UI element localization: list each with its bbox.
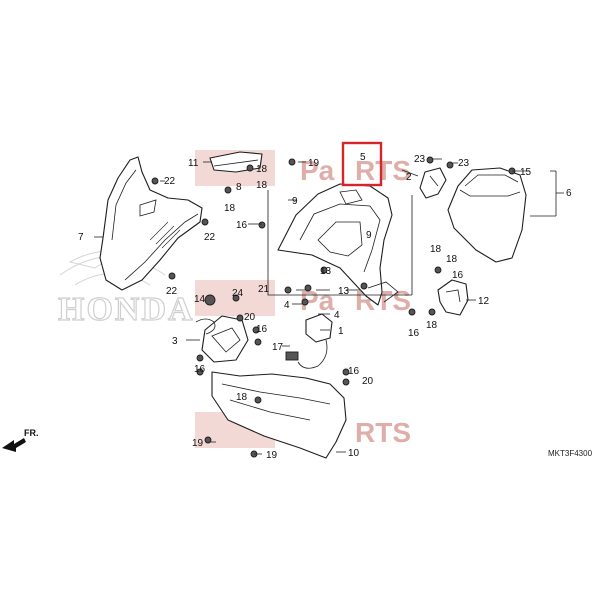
part-label-14: 14 (194, 294, 206, 305)
part-6-side-cover (447, 167, 527, 263)
part-label-16: 16 (408, 328, 420, 339)
part-label-11: 11 (188, 158, 199, 169)
part-label-23: 23 (414, 154, 426, 165)
part-label-13: 13 (338, 286, 350, 297)
part-label-16: 16 (256, 324, 268, 335)
part-label-9: 9 (292, 196, 298, 207)
front-arrow-icon (2, 438, 26, 452)
part-label-16: 16 (452, 270, 464, 281)
part-label-10: 10 (348, 448, 360, 459)
part-label-19: 19 (266, 450, 278, 461)
part-3-switch-assembly (195, 294, 249, 363)
part-label-20: 20 (244, 312, 256, 323)
part-10-lower-cover (211, 371, 347, 459)
fasteners (151, 156, 516, 458)
watermark-text: RTS (355, 417, 411, 448)
part-label-4: 4 (284, 300, 290, 311)
callout-lines (94, 158, 564, 455)
watermark-text: RTS (355, 155, 411, 186)
brand-watermark: HONDA (57, 250, 195, 329)
part-label-8: 8 (236, 182, 242, 193)
diagram-code: MKT3F4300 (548, 449, 593, 458)
part-label-3: 3 (172, 336, 178, 347)
part-2-connector (419, 167, 447, 199)
part-label-12: 12 (478, 296, 490, 307)
part-label-18: 18 (430, 244, 442, 255)
front-direction-label: FR. (24, 428, 39, 438)
part-label-22: 22 (166, 286, 178, 297)
part-9-inner-cover (277, 183, 399, 306)
part-7-front-top-cover (99, 156, 203, 291)
part-label-19: 19 (192, 438, 204, 449)
part-label-9: 9 (366, 230, 372, 241)
part-label-18: 18 (446, 254, 458, 265)
front-direction-marker: FR. (2, 428, 39, 452)
part-label-18: 18 (426, 320, 438, 331)
part-label-21: 21 (258, 284, 270, 295)
part-label-1: 1 (338, 326, 344, 337)
watermark-text: Pa (300, 155, 335, 186)
part-1-socket (285, 313, 333, 369)
part-label-24: 24 (232, 288, 244, 299)
part-label-23: 23 (458, 158, 470, 169)
part-label-13: 13 (320, 266, 332, 277)
brand-watermark-text: HONDA (58, 291, 195, 328)
part-label-15: 15 (520, 167, 532, 178)
part-label-20: 20 (362, 376, 374, 387)
highlighted-part-frame (341, 141, 383, 187)
part-label-2: 2 (406, 172, 412, 183)
part-label-19: 19 (308, 158, 320, 169)
part-label-4: 4 (334, 310, 340, 321)
part-label-7: 7 (78, 232, 84, 243)
part-labels: 5 11 19 18 18 22 8 18 9 16 9 22 7 23 23 … (78, 152, 572, 461)
assembly-guide-lines (267, 190, 413, 296)
part-label-5: 5 (360, 152, 366, 163)
part-12-bracket (437, 279, 469, 316)
part-label-17: 17 (272, 342, 284, 353)
part-label-22: 22 (164, 176, 176, 187)
part-label-16: 16 (236, 220, 248, 231)
part-label-18: 18 (256, 180, 268, 191)
part-label-22: 22 (204, 232, 216, 243)
part-label-6: 6 (566, 188, 572, 199)
part-label-18: 18 (256, 164, 268, 175)
part-label-18: 18 (224, 203, 236, 214)
part-label-16: 16 (348, 366, 360, 377)
part-label-18: 18 (236, 392, 248, 403)
part-label-16: 16 (194, 364, 206, 375)
